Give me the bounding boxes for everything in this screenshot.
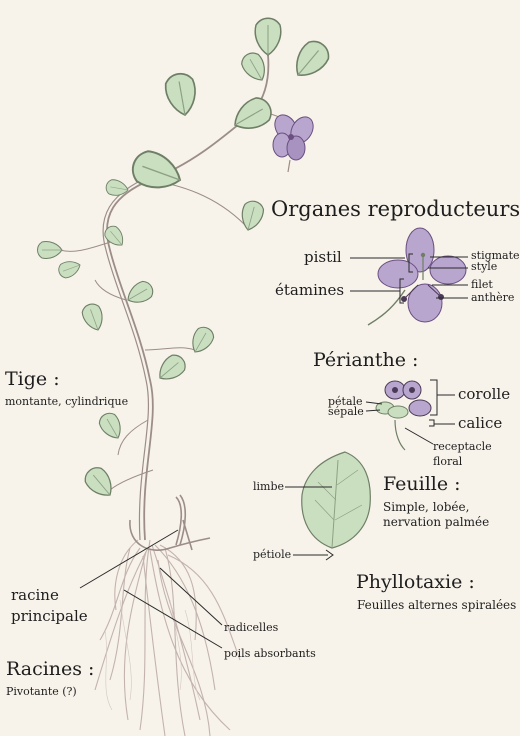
heading-racines: Racines : [6, 658, 95, 680]
label-racine-line1: racine [11, 586, 59, 604]
label-pistil: pistil [304, 248, 342, 266]
label-corolle: corolle [458, 385, 511, 403]
label-receptacle-line1: receptacle [433, 440, 492, 453]
leader-lines [79, 253, 468, 649]
label-sepale: sépale [328, 405, 364, 418]
plant-leaves [37, 17, 335, 503]
feuille-desc-line2: nervation palmée [383, 515, 490, 529]
label-petale: pétale [328, 395, 363, 408]
heading-feuille: Feuille : [383, 473, 461, 495]
label-style: style [471, 260, 498, 273]
label-racine-line2: principale [11, 607, 88, 625]
root-collar [129, 494, 211, 551]
label-poils-absorbants: poils absorbants [224, 647, 316, 660]
label-etamines: étamines [275, 281, 345, 299]
root-hairs [104, 599, 201, 711]
label-limbe: limbe [253, 480, 285, 493]
label-filet: filet [471, 278, 493, 291]
label-radicelles: radicelles [224, 621, 279, 634]
label-stigmate: stigmate [471, 249, 520, 262]
label-calice: calice [458, 414, 503, 432]
leaf-drawing [301, 451, 371, 549]
phyllotaxie-desc: Feuilles alternes spiralées [357, 598, 517, 612]
racines-desc: Pivotante (?) [6, 685, 77, 698]
perianth-drawing [375, 380, 432, 451]
feuille-desc-line1: Simple, lobée, [383, 500, 470, 514]
label-petiole: pétiole [253, 548, 292, 561]
label-receptacle-line2: floral [433, 455, 463, 468]
heading-phyllotaxie: Phyllotaxie : [356, 571, 475, 593]
label-anthere: anthère [471, 291, 515, 304]
reproductive-organs-drawing [367, 227, 467, 326]
plant-flower [272, 114, 314, 173]
heading-tige: Tige : [5, 368, 60, 390]
root-system [94, 539, 241, 736]
tige-desc: montante, cylindrique [5, 395, 129, 408]
heading-organes-reproducteurs: Organes reproducteurs : [271, 197, 520, 221]
heading-perianthe: Périanthe : [313, 349, 419, 371]
